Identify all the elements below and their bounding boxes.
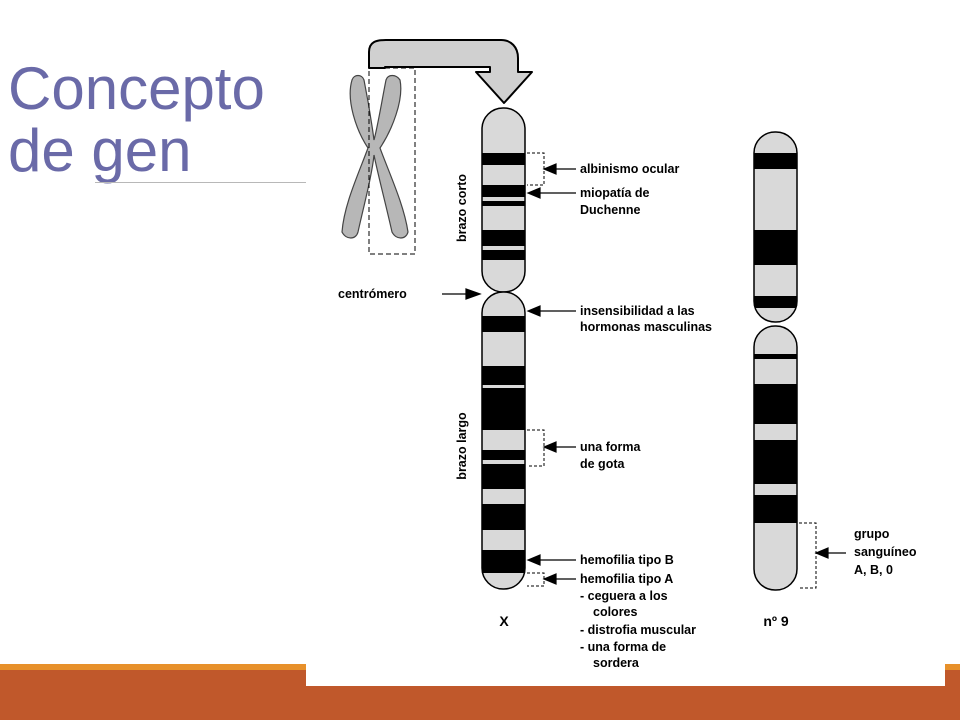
gene-label-sordera-2: sordera xyxy=(593,656,640,670)
gene-label-hemofilia-a: hemofilia tipo A xyxy=(580,572,673,586)
x-chromosome-icon xyxy=(341,67,416,255)
gene-label-colores: colores xyxy=(593,605,638,619)
slide-title: Concepto de gen xyxy=(8,58,265,182)
gene-label-grupo: grupo xyxy=(854,527,890,541)
title-underline xyxy=(95,182,307,183)
pointer-arrows xyxy=(442,163,846,585)
gene-label-sanguineo: sanguíneo xyxy=(854,545,917,559)
gene-label-gota-1: una forma xyxy=(580,440,641,454)
gene-label-hemofilia-b: hemofilia tipo B xyxy=(580,553,674,567)
chromosome-diagram: brazo corto brazo largo centrómero albin… xyxy=(338,39,917,670)
gene-label-albinismo: albinismo ocular xyxy=(580,162,679,176)
x-chromosome-name: X xyxy=(499,613,509,629)
x-chromosome xyxy=(481,107,526,590)
gene-label-hormonas: hormonas masculinas xyxy=(580,320,712,334)
chromosome-figure: brazo corto brazo largo centrómero albin… xyxy=(306,0,945,686)
centromere-label: centrómero xyxy=(338,287,407,301)
chromosome-9-name: nº 9 xyxy=(763,613,789,629)
slide-title-line-2: de gen xyxy=(8,117,192,184)
short-arm-label: brazo corto xyxy=(455,174,469,242)
curved-arrow-icon xyxy=(368,39,533,104)
gene-label-ceguera: - ceguera a los xyxy=(580,589,668,603)
gene-label-abo: A, B, 0 xyxy=(854,563,893,577)
gene-label-miopatia: miopatía de xyxy=(580,186,650,200)
chromosome-9 xyxy=(753,131,798,591)
long-arm-label: brazo largo xyxy=(455,412,469,480)
gene-label-insensibilidad: insensibilidad a las xyxy=(580,304,695,318)
slide-title-line-1: Concepto xyxy=(8,55,265,122)
gene-label-gota-2: de gota xyxy=(580,457,625,471)
gene-label-duchenne: Duchenne xyxy=(580,203,640,217)
gene-label-distrofia: - distrofia muscular xyxy=(580,623,696,637)
gene-label-sordera-1: - una forma de xyxy=(580,640,666,654)
